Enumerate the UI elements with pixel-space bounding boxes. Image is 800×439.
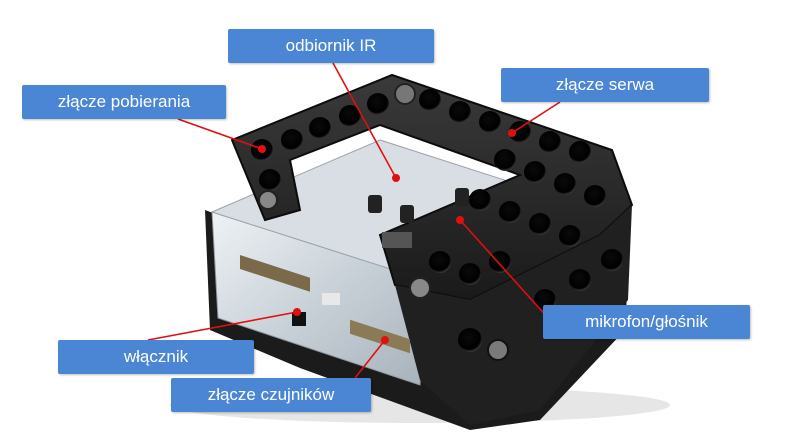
top-plate-holes <box>251 83 606 299</box>
label-zlacze-czujnikow: złącze czujników <box>171 378 371 412</box>
leader-line-mikrofon <box>459 219 549 319</box>
leader-line-serwa <box>511 101 561 134</box>
label-wlacznik: włącznik <box>58 340 254 374</box>
leader-line-wlacznik <box>147 311 298 341</box>
right-block-front <box>395 205 632 425</box>
label-odbiornik-ir: odbiornik IR <box>228 29 434 63</box>
leader-line-ir <box>332 62 397 179</box>
label-zlacze-serwa: złącze serwa <box>501 68 709 102</box>
leader-line-czujnikow <box>354 339 386 379</box>
label-zlacze-pobierania: złącze pobierania <box>22 85 226 119</box>
leader-lines <box>147 62 561 379</box>
leader-line-pobierania <box>177 118 263 150</box>
label-mikrofon-glosnik: mikrofon/głośnik <box>543 305 750 339</box>
board-buttons <box>368 188 469 248</box>
top-plate <box>230 73 634 302</box>
leader-dots <box>258 129 516 344</box>
front-connectors <box>240 254 410 354</box>
